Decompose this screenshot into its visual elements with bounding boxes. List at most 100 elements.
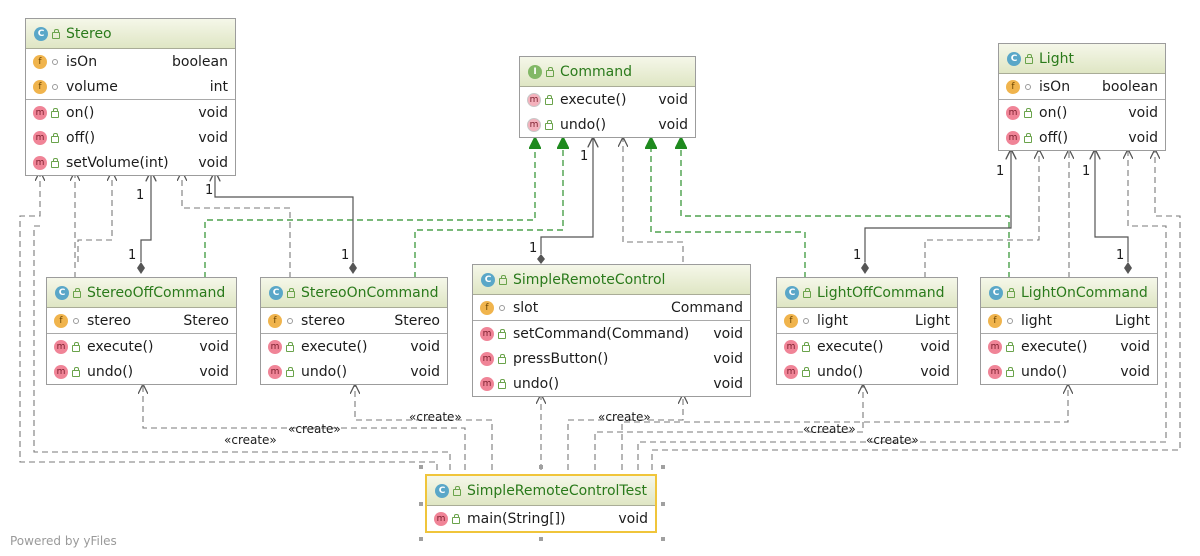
field-name: slot (513, 299, 539, 316)
realization-stereooff-command (204, 138, 535, 278)
method-icon: m (268, 364, 282, 379)
selection-handle[interactable] (539, 537, 543, 541)
selection-handle[interactable] (419, 465, 423, 469)
method-type: void (713, 350, 743, 367)
class-simpleremotecontroltest[interactable]: C SimpleRemoteControlTest m main(String[]… (425, 474, 657, 533)
field-icon: f (784, 313, 798, 328)
mult-lightoff-diamond: 1 (853, 248, 861, 263)
diamond-remote (537, 254, 545, 264)
class-icon: C (785, 285, 799, 300)
selection-handle[interactable] (661, 465, 665, 469)
mult-lighton-light: 1 (1082, 164, 1090, 179)
section-divider (47, 333, 236, 334)
selection-handle[interactable] (419, 502, 423, 506)
method-name: undo() (87, 363, 134, 380)
selection-handle[interactable] (661, 537, 665, 541)
field-icon: f (33, 79, 47, 94)
class-header[interactable]: C StereoOnCommand (261, 278, 447, 308)
class-name: StereoOnCommand (301, 284, 439, 301)
realization-edges (204, 138, 1010, 278)
method-name: execute() (87, 338, 154, 355)
method-icon: m (1006, 130, 1020, 145)
class-header[interactable]: C StereoOffCommand (47, 278, 236, 308)
class-header[interactable]: C LightOffCommand (777, 278, 957, 308)
method-name: execute() (817, 338, 884, 355)
composition-edges (140, 138, 1129, 262)
class-runnable-icon: C (435, 483, 449, 498)
class-header[interactable]: I Command (520, 57, 695, 87)
static-method-icon: m (434, 511, 448, 526)
composition-remote-command (540, 138, 593, 254)
field-icon: f (480, 300, 494, 315)
lock-icon (801, 342, 810, 352)
field-icon: f (268, 313, 282, 328)
lock-icon (1006, 288, 1015, 298)
class-header[interactable]: C Stereo (26, 19, 235, 49)
section-divider (473, 320, 750, 321)
class-header[interactable]: C SimpleRemoteControl (473, 265, 750, 295)
lock-icon (72, 288, 81, 298)
method-name: main(String[]) (467, 510, 566, 527)
field-type: Light (1115, 312, 1150, 329)
lock-icon (544, 95, 553, 105)
class-header[interactable]: C LightOnCommand (981, 278, 1157, 308)
method-name: execute() (301, 338, 368, 355)
selection-handle[interactable] (539, 465, 543, 469)
class-icon: C (481, 272, 495, 287)
method-type: void (920, 338, 950, 355)
package-visibility-icon (52, 58, 58, 65)
selection-handle[interactable] (419, 537, 423, 541)
dep-test-remote-2 (567, 395, 683, 470)
method-type: void (199, 338, 229, 355)
class-header[interactable]: C Light (999, 44, 1165, 74)
class-name: StereoOffCommand (87, 284, 226, 301)
field-name: volume (66, 78, 118, 95)
lock-icon (497, 379, 506, 389)
class-header[interactable]: C SimpleRemoteControlTest (427, 476, 655, 506)
lock-icon (545, 67, 554, 77)
composition-diamonds (137, 254, 1132, 274)
method-icon: m (33, 130, 47, 145)
lock-icon (1023, 108, 1032, 118)
method-name: off() (1039, 129, 1069, 146)
class-name: Light (1039, 50, 1074, 67)
composition-lightoff-light (864, 150, 1011, 262)
method-icon: m (784, 364, 798, 379)
selection-handle[interactable] (661, 502, 665, 506)
